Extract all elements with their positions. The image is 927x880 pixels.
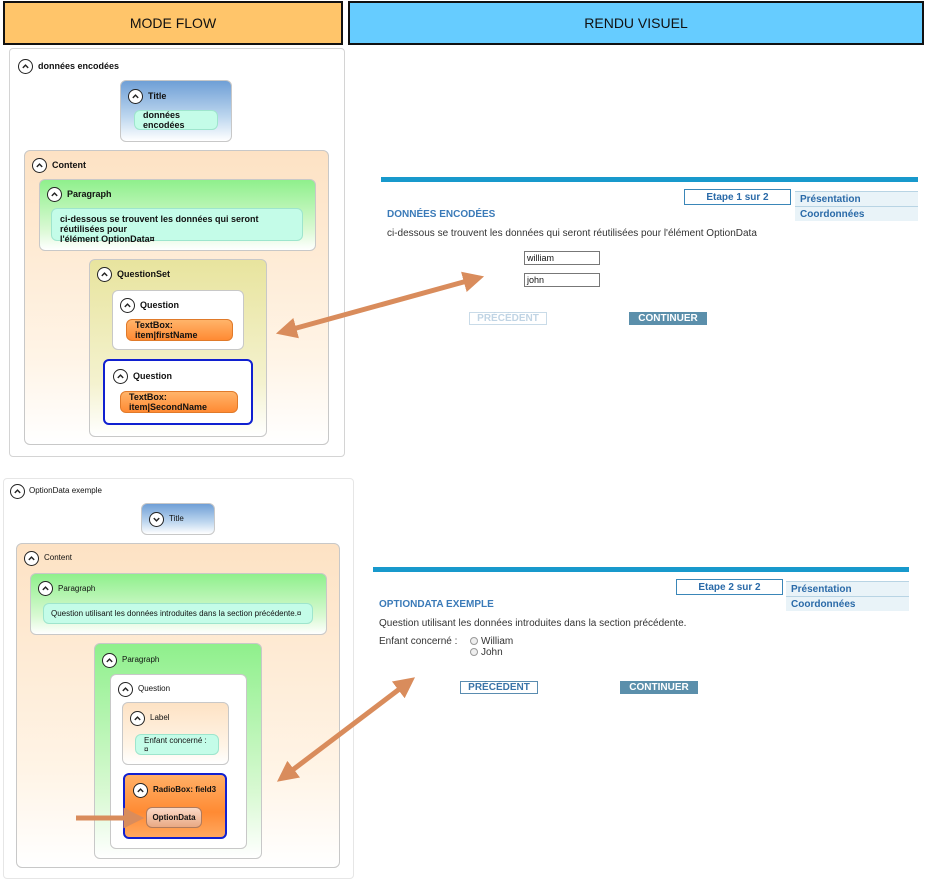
content2-label: Content [44,553,73,562]
render2-question-label: Enfant concerné : [379,636,458,647]
content-collapse-icon[interactable] [32,158,47,173]
paragraph-collapse-icon[interactable] [47,187,62,202]
label-text: Enfant concerné : ¤ [135,734,219,755]
paragraph3-label: Paragraph [122,655,160,664]
question1-collapse-icon[interactable] [120,298,135,313]
title2-expand-icon[interactable] [149,512,164,527]
render2-nav-presentation[interactable]: Présentation [786,581,909,596]
paragraph3-collapse-icon[interactable] [102,653,117,668]
textbox-secondname: TextBox: item|SecondName [120,391,238,413]
root-label: données encodées [38,61,120,71]
render1-paragraph: ci-dessous se trouvent les données qui s… [387,228,757,239]
root2-label: OptionData exemple [29,486,102,495]
label-collapse-icon[interactable] [130,711,145,726]
render2-continue-button[interactable]: CONTINUER [620,681,698,694]
render1-prev-button[interactable]: PRÉCÉDENT [469,312,547,325]
title-node-label: Title [148,91,167,101]
rendu-visuel-header: RENDU VISUEL [348,1,924,45]
optiondata-value: OptionData [146,807,202,828]
questionset-node[interactable]: QuestionSet Question TextBox: item|first… [89,259,267,437]
render1-nav-coordonnees[interactable]: Coordonnées [795,206,918,221]
paragraph2-text: Question utilisant les données introduit… [43,603,313,624]
paragraph-node-label: Paragraph [67,189,112,199]
content-node-label: Content [52,160,86,170]
title2-label: Title [169,514,184,523]
flow-panel-2: OptionData exemple Title Content Paragra… [3,478,354,879]
render1-continue-button[interactable]: CONTINUER [629,312,707,325]
textbox-firstname: TextBox: item|firstName [126,319,233,341]
radiobox-node[interactable]: RadioBox: field3 OptionData [123,773,227,839]
title-node-collapsed[interactable]: Title [141,503,215,535]
content2-collapse-icon[interactable] [24,551,39,566]
question3-collapse-icon[interactable] [118,682,133,697]
flow-panel-1: données encodées Title données encodées … [9,48,345,457]
paragraph3-node[interactable]: Paragraph Question Label Enfant concerné… [94,643,262,859]
questionset-collapse-icon[interactable] [97,267,112,282]
render2-option-william[interactable]: William [481,636,514,647]
render2-radio-william[interactable] [470,637,478,645]
root2-collapse-icon[interactable] [10,484,25,499]
paragraph-text-line2: l'élément OptionData¤ [60,234,155,244]
mode-flow-header-label: MODE FLOW [129,15,217,31]
content-node[interactable]: Content Paragraph ci-dessous se trouvent… [24,150,329,445]
render1-input-secondname[interactable]: john [524,273,600,287]
render2-radio-john[interactable] [470,648,478,656]
render2-top-bar [373,567,909,572]
render1-step-indicator: Etape 1 sur 2 [684,189,791,205]
label-node-label: Label [150,713,170,722]
render2-prev-button[interactable]: PRÉCÉDENT [460,681,538,694]
mode-flow-header: MODE FLOW [3,1,343,45]
paragraph2-label: Paragraph [58,584,96,593]
question3-node[interactable]: Question Label Enfant concerné : ¤ Radio… [110,674,247,849]
question-node-1[interactable]: Question TextBox: item|firstName [112,290,244,350]
question3-label: Question [138,684,171,693]
title-node[interactable]: Title données encodées [120,80,232,142]
render1-nav-presentation[interactable]: Présentation [795,191,918,206]
paragraph-text-line1: ci-dessous se trouvent les données qui s… [60,214,259,234]
paragraph-text: ci-dessous se trouvent les données qui s… [51,208,303,244]
paragraph2-node[interactable]: Paragraph Question utilisant les données… [30,573,327,635]
root-collapse-icon[interactable] [18,59,33,74]
title-value: données encodées [134,110,218,130]
render1-top-bar [381,177,918,182]
render2-nav-coordonnees[interactable]: Coordonnées [786,596,909,611]
render2-paragraph: Question utilisant les données introduit… [379,618,687,629]
render2-option-john[interactable]: John [481,647,503,658]
render1-input-firstname[interactable]: william [524,251,600,265]
render1-section-title: DONNÉES ENCODÉES [387,209,496,220]
content2-node[interactable]: Content Paragraph Question utilisant les… [16,543,340,868]
radiobox-collapse-icon[interactable] [133,783,148,798]
render2-section-title: OPTIONDATA EXEMPLE [379,599,494,610]
title-collapse-icon[interactable] [128,89,143,104]
questionset-node-label: QuestionSet [117,269,171,279]
radiobox-label: RadioBox: field3 [153,785,217,794]
question2-collapse-icon[interactable] [113,369,128,384]
question2-label: Question [133,371,173,381]
paragraph-node[interactable]: Paragraph ci-dessous se trouvent les don… [39,179,316,251]
question1-label: Question [140,300,180,310]
rendu-visuel-header-label: RENDU VISUEL [584,15,688,31]
label-node[interactable]: Label Enfant concerné : ¤ [122,702,229,765]
render2-step-indicator: Etape 2 sur 2 [676,579,783,595]
paragraph2-collapse-icon[interactable] [38,581,53,596]
question-node-2[interactable]: Question TextBox: item|SecondName [103,359,253,425]
